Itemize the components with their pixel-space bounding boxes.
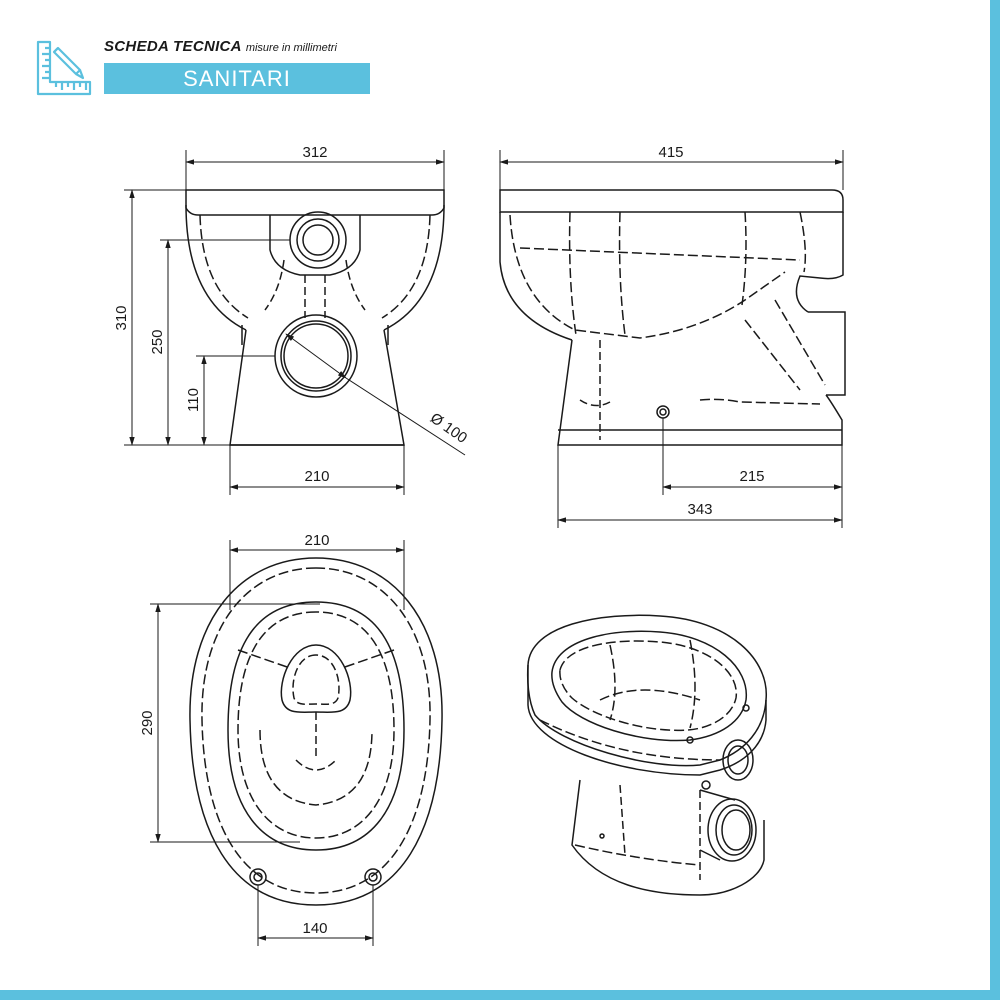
dim-front-width-top: 312	[302, 144, 327, 161]
top-view	[189, 557, 443, 906]
dim-side-base-depth: 343	[687, 501, 712, 518]
top-dimensions	[150, 540, 405, 946]
dim-top-fixing-spacing: 140	[302, 920, 327, 937]
isometric-view	[526, 614, 767, 896]
page-title: SCHEDA TECNICA	[104, 38, 242, 55]
frame-border-right	[990, 0, 1000, 1000]
dim-front-outlet-diameter: Ø 100	[427, 410, 470, 447]
dim-top-width: 210	[304, 532, 329, 549]
page-subtitle: misure in millimetri	[245, 42, 337, 54]
dim-side-base-to-fixing: 215	[739, 468, 764, 485]
dim-front-height-inlet: 250	[149, 329, 166, 354]
side-dimensions	[499, 150, 844, 528]
category-badge: SANITARI	[104, 63, 370, 94]
frame-border-bottom	[0, 990, 1000, 1000]
dim-front-base-width: 210	[304, 468, 329, 485]
dim-side-depth-total: 415	[658, 144, 683, 161]
ruler-pencil-icon	[36, 40, 92, 96]
front-view	[185, 189, 445, 446]
front-dimensions	[124, 150, 466, 495]
dim-front-height-outlet: 110	[185, 388, 202, 412]
side-view	[499, 189, 846, 446]
dim-top-depth: 290	[139, 710, 156, 735]
dim-front-height-total: 310	[113, 305, 130, 330]
